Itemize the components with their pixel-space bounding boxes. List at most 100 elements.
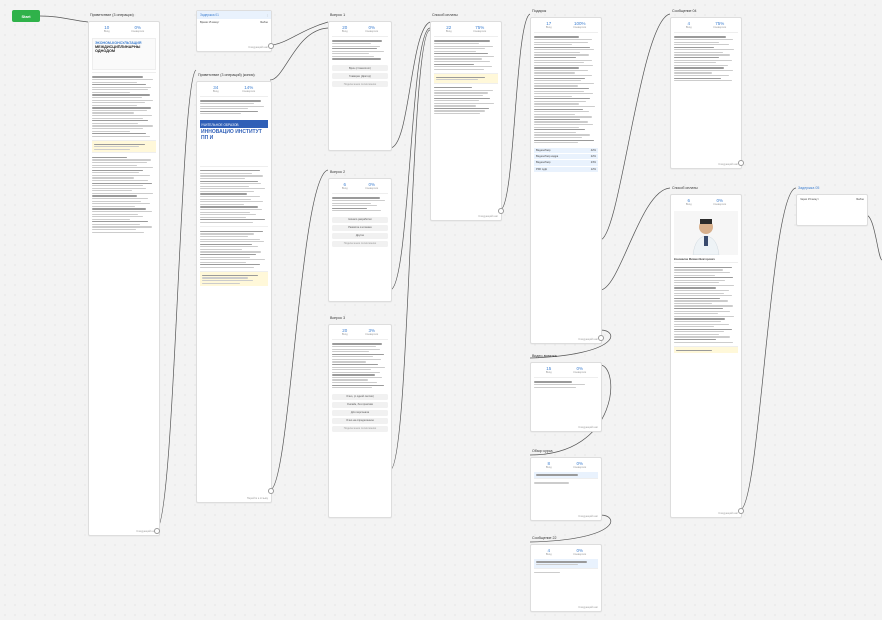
entered-count: 6 <box>343 182 346 187</box>
card-title: Вопрос 1 <box>330 13 346 17</box>
entered-count: 4 <box>547 548 550 553</box>
text-block-3 <box>200 226 268 271</box>
entered-label: Вход <box>212 90 219 93</box>
text-block <box>434 36 498 73</box>
card-title: Вопрос 2 <box>330 170 346 174</box>
conversion-rate: 0% <box>716 198 723 203</box>
next-step-label: Следующий шаг <box>578 515 598 518</box>
answer-button[interactable]: Другое <box>332 232 388 239</box>
entered-label: Вход <box>341 187 348 190</box>
next-step-label: Перейти к отзыву <box>246 497 268 500</box>
conversion-rate: 3% <box>368 328 375 333</box>
connector-dot[interactable] <box>268 43 274 49</box>
answer-button[interactable]: Онлайн, без практики <box>332 401 388 408</box>
card-title: Подарок <box>532 9 547 13</box>
connector-dot[interactable] <box>498 208 504 214</box>
answer-button[interactable]: Развитие в клинике <box>332 224 388 231</box>
node-delay-05[interactable]: Через 15 минут Любое <box>796 194 868 226</box>
delay-field: Время 15 минут <box>200 21 220 24</box>
answer-button[interactable]: Для персонала <box>332 409 388 416</box>
entered-label: Вход <box>341 333 348 336</box>
entered-count: 20 <box>342 25 348 30</box>
text-block <box>332 36 388 63</box>
conversion-label: Конверсии <box>131 30 145 33</box>
entered-count: 4 <box>687 21 690 26</box>
node-delay-01[interactable]: Задержка 01 ⋮ Время 15 минут Любое Следу… <box>196 10 272 52</box>
start-node[interactable]: Start <box>12 10 40 22</box>
connector-dot[interactable] <box>268 488 274 494</box>
conversion-rate: 0% <box>576 461 583 466</box>
entered-label: Вход <box>445 30 452 33</box>
answer-button[interactable]: Очно на определенное <box>332 417 388 424</box>
card-title: Способ оплаты <box>672 186 698 190</box>
conversion-label: Конверсии <box>365 187 379 190</box>
conversion-label: Конверсии <box>242 90 256 93</box>
text-block <box>534 567 598 577</box>
connector-dot[interactable] <box>738 160 744 166</box>
conversion-label: Конверсии <box>713 203 727 206</box>
card-title: Вопрос 3 <box>330 316 346 320</box>
entered-count: 17 <box>546 21 552 26</box>
highlight-block <box>434 73 498 83</box>
text-block <box>534 477 598 487</box>
next-step-label: Следующий шаг <box>136 530 156 533</box>
answer-button[interactable]: Начало разработки <box>332 216 388 223</box>
connector-dot[interactable] <box>738 508 744 514</box>
next-step-label: Следующий шаг <box>578 338 598 341</box>
connector-dot[interactable] <box>154 528 160 534</box>
highlight-block <box>200 271 268 287</box>
conversion-rate: 75% <box>475 25 485 30</box>
attachment-row[interactable] <box>534 472 598 478</box>
message-block <box>534 559 598 568</box>
text-block <box>674 32 738 85</box>
entered-label: Вход <box>685 203 692 206</box>
answer-button[interactable]: Главврач (Доктор) <box>332 73 388 80</box>
conversion-rate: 0% <box>134 25 141 30</box>
entered-label: Вход <box>545 553 552 556</box>
entered-label: Вход <box>103 30 110 33</box>
card-title: Задержка 01 <box>197 11 271 19</box>
delay-field: Через 15 минут <box>800 198 819 201</box>
entered-label: Вход <box>341 30 348 33</box>
connect-button[interactable]: Подключение поликлиники <box>332 425 388 432</box>
connect-button[interactable]: Подключение поликлиники <box>332 240 388 247</box>
answer-button[interactable]: Врач (стоматолог) <box>332 65 388 72</box>
next-step-label: Следующий шаг <box>718 512 738 515</box>
conversion-label: Конверсии <box>365 30 379 33</box>
connector-dot[interactable] <box>598 335 604 341</box>
conversion-rate: 0% <box>368 182 375 187</box>
card-title: Видео-визитка <box>532 354 557 358</box>
card-title: Приветствие (3 операций) (копия) <box>198 73 255 77</box>
entered-label: Вход <box>545 371 552 374</box>
conversion-label: Конверсии <box>713 26 727 29</box>
entered-count: 20 <box>342 328 348 333</box>
entered-label: Вход <box>545 466 552 469</box>
doctor-name: Коновалов Михаил Викторович <box>674 258 715 261</box>
next-step-label: Следующий шаг <box>578 606 598 609</box>
answer-button[interactable]: Очно, (с одной сессии) <box>332 393 388 400</box>
card-title: Приветствие (3 операции) <box>90 13 134 17</box>
more-icon[interactable]: ⋮ <box>266 13 269 17</box>
entered-count: 34 <box>213 85 219 90</box>
highlight-block <box>674 346 738 354</box>
text-block <box>534 32 598 147</box>
connect-button[interactable]: Подключение поликлиники <box>332 81 388 88</box>
delay-value: Любое <box>259 21 268 24</box>
